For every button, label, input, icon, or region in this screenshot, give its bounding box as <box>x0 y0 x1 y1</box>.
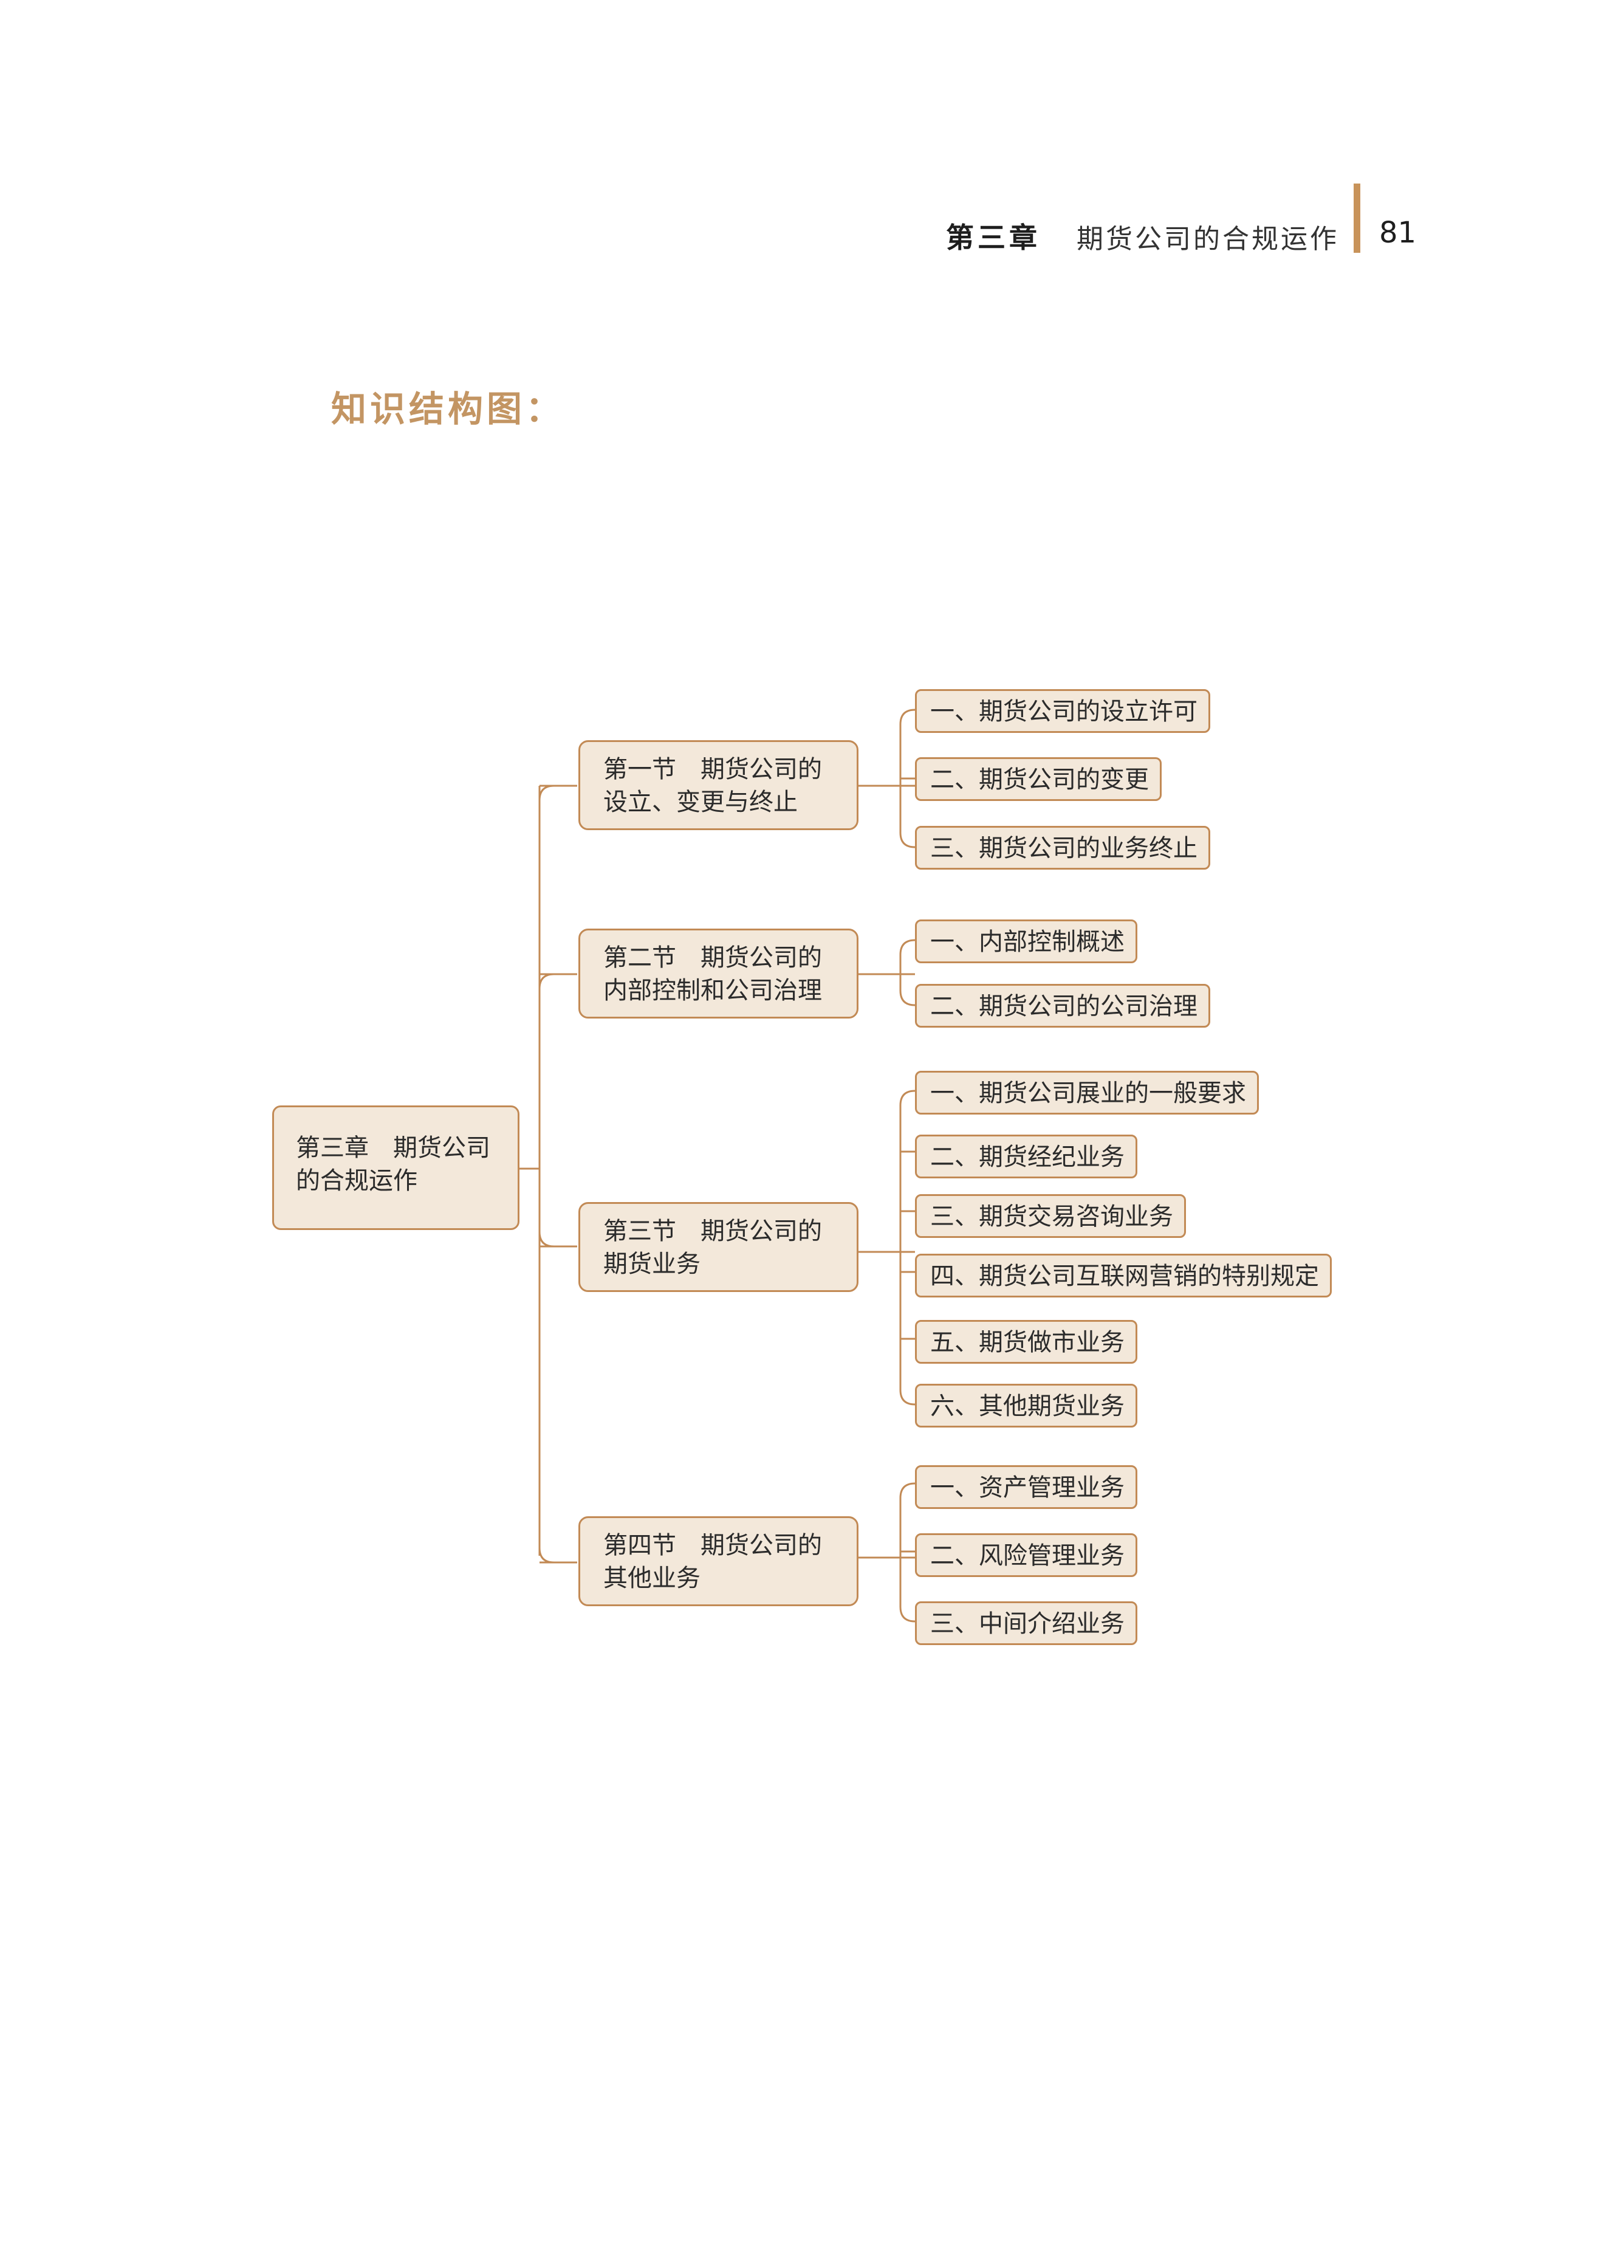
section-3-item-2: 二、期货经纪业务 <box>915 1135 1137 1178</box>
running-header-chapter: 第三章 <box>946 221 1041 254</box>
section-1-item-1: 一、期货公司的设立许可 <box>915 689 1210 733</box>
section-node-3: 第三节期货公司的 期货业务 <box>578 1202 858 1292</box>
section-4-item-1: 一、资产管理业务 <box>915 1465 1137 1509</box>
connector-to-s3 <box>538 1231 555 1248</box>
section-1-item-2: 二、期货公司的变更 <box>915 757 1162 801</box>
section-1-item-3: 三、期货公司的业务终止 <box>915 826 1210 870</box>
knowledge-structure-heading: 知识结构图： <box>331 388 565 430</box>
section-2-title-part1: 期货公司的 <box>701 944 822 972</box>
section-2-item-1: 一、内部控制概述 <box>915 919 1137 963</box>
section-3-title-part2: 期货业务 <box>603 1250 701 1278</box>
section-2-title-part2: 内部控制和公司治理 <box>603 977 822 1005</box>
root-label-title-part2: 的合规运作 <box>296 1167 417 1195</box>
connector-root-spine <box>538 785 555 1564</box>
section-3-item-3: 三、期货交易咨询业务 <box>915 1194 1186 1238</box>
section-2-number: 第二节 <box>603 944 676 972</box>
header-divider-bar <box>1354 184 1360 253</box>
section-4-title-part2: 其他业务 <box>603 1564 701 1592</box>
root-label-chapter: 第三章 <box>296 1134 369 1162</box>
section-1-title-part2: 设立、变更与终止 <box>603 788 798 816</box>
tree-root-node: 第三章期货公司 的合规运作 <box>272 1105 519 1230</box>
root-label-title-part1: 期货公司 <box>393 1134 490 1162</box>
section-node-1: 第一节期货公司的 设立、变更与终止 <box>578 740 858 830</box>
section-1-title-part1: 期货公司的 <box>701 755 822 783</box>
section-3-item-6: 六、其他期货业务 <box>915 1384 1137 1428</box>
section-node-2: 第二节期货公司的 内部控制和公司治理 <box>578 929 858 1019</box>
section-node-4: 第四节期货公司的 其他业务 <box>578 1516 858 1606</box>
section-2-item-2: 二、期货公司的公司治理 <box>915 984 1210 1028</box>
section-4-title-part1: 期货公司的 <box>701 1531 822 1559</box>
section-3-item-1: 一、期货公司展业的一般要求 <box>915 1071 1259 1115</box>
connector-to-s2 <box>538 973 555 989</box>
section-3-item-5: 五、期货做市业务 <box>915 1320 1137 1364</box>
section-3-title-part1: 期货公司的 <box>701 1217 822 1245</box>
section-4-item-3: 三、中间介绍业务 <box>915 1601 1137 1645</box>
section-3-item-4: 四、期货公司互联网营销的特别规定 <box>915 1254 1332 1297</box>
page-number: 81 <box>1379 216 1417 250</box>
section-4-item-2: 二、风险管理业务 <box>915 1533 1137 1577</box>
running-header-title: 期货公司的合规运作 <box>1077 224 1339 255</box>
section-3-number: 第三节 <box>603 1217 676 1245</box>
section-1-number: 第一节 <box>603 755 676 783</box>
section-4-number: 第四节 <box>603 1531 676 1559</box>
